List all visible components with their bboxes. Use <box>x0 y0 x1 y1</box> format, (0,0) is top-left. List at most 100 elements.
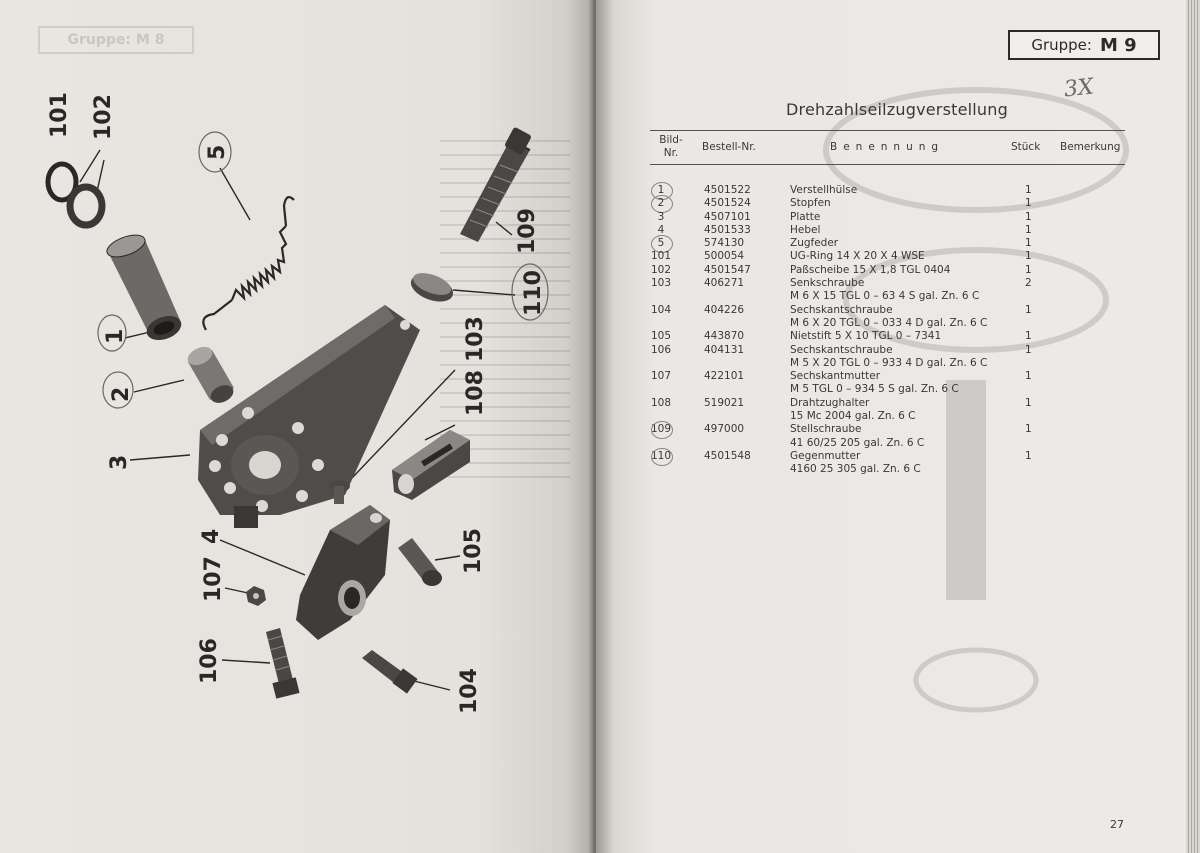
row-order-number: 404226 <box>704 303 745 316</box>
group-label-box: Gruppe: M 9 <box>1008 30 1160 60</box>
row-designation: 41 60/25 205 gal. Zn. 6 C <box>790 436 925 449</box>
callout-4: 4 <box>199 529 224 544</box>
callout-3: 3 <box>107 455 132 470</box>
row-position: 101 <box>650 250 672 263</box>
spring-part-5-icon <box>202 196 295 331</box>
callout-103: 103 <box>463 316 488 362</box>
row-designation: Drahtzughalter <box>790 396 870 409</box>
callout-105: 105 <box>461 528 486 574</box>
row-order-number: 500054 <box>704 250 745 263</box>
row-quantity: 1 <box>1025 343 1032 356</box>
row-designation: Zugfeder <box>790 237 839 250</box>
row-designation: Sechskantschraube <box>790 303 893 316</box>
row-quantity: 1 <box>1025 197 1032 210</box>
header-benennung: Benennung <box>830 141 945 153</box>
header-bild-nr: Bild-Nr. <box>659 134 683 159</box>
header-stueck: Stück <box>1011 141 1041 153</box>
left-page: Gruppe: M 8 <box>0 0 596 853</box>
row-designation: Stellschraube <box>790 423 862 436</box>
callout-106: 106 <box>197 638 222 684</box>
row-position: 3 <box>657 210 665 223</box>
bleed-through-text <box>440 140 570 480</box>
left-page-header-ghost: Gruppe: M 8 <box>38 26 194 54</box>
pencil-circle-mark <box>651 421 673 440</box>
row-quantity: 1 <box>1025 237 1032 250</box>
row-designation: 4160 25 305 gal. Zn. 6 C <box>790 463 921 476</box>
row-order-number: 4507101 <box>704 210 751 223</box>
row-order-number: 519021 <box>704 396 745 409</box>
ring-101-icon <box>45 161 79 203</box>
table-row: M 6 X 15 TGL 0 – 63 4 S gal. Zn. 6 C <box>650 290 1050 303</box>
nut-part-110-icon <box>410 273 454 302</box>
row-designation: Hebel <box>790 223 821 236</box>
row-designation: Platte <box>790 210 821 223</box>
row-designation: Nietstift 5 X 10 TGL 0 – 7341 <box>790 330 942 343</box>
row-designation: Stopfen <box>790 197 831 210</box>
callout-108: 108 <box>463 370 488 416</box>
page-title: Drehzahlseilzugverstellung <box>786 100 1008 119</box>
row-order-number: 4501524 <box>704 197 751 210</box>
row-order-number: 4501533 <box>704 223 751 236</box>
washer-102-icon <box>66 183 106 229</box>
table-row: 4160 25 305 gal. Zn. 6 C <box>650 463 1050 476</box>
row-quantity: 1 <box>1025 210 1032 223</box>
handwritten-note: 3X <box>1062 74 1095 103</box>
pencil-circle-mark <box>651 447 673 466</box>
row-designation: Paßscheibe 15 X 1,8 TGL 0404 <box>790 263 951 276</box>
row-designation: UG-Ring 14 X 20 X 4 WSE <box>790 250 925 263</box>
callout-101: 101 <box>47 92 72 138</box>
row-designation: Senkschraube <box>790 277 865 290</box>
row-quantity: 1 <box>1025 250 1032 263</box>
row-position: 4 <box>657 223 665 236</box>
callout-107: 107 <box>201 556 226 602</box>
callout-104: 104 <box>457 668 482 714</box>
group-code: M 9 <box>1099 34 1137 56</box>
row-quantity: 1 <box>1025 263 1032 276</box>
row-order-number: 406271 <box>704 277 745 290</box>
row-order-number: 4501522 <box>704 184 751 196</box>
table-row: M 5 TGL 0 – 934 5 S gal. Zn. 6 C <box>650 383 1050 396</box>
callout-5: 5 <box>205 145 230 160</box>
table-row: 15 Mc 2004 gal. Zn. 6 C <box>650 410 1050 423</box>
row-order-number: 404131 <box>704 343 745 356</box>
row-position: 105 <box>650 330 672 343</box>
pencil-circle-mark <box>651 195 673 214</box>
row-designation: M 5 X 20 TGL 0 – 933 4 D gal. Zn. 6 C <box>790 356 988 369</box>
screw-part-106-icon <box>266 628 300 699</box>
lever-part-4-icon <box>296 505 390 640</box>
exploded-parts-diagram: 101 102 5 109 110 103 1 2 3 108 4 107 10… <box>45 92 549 714</box>
callout-102: 102 <box>91 94 116 140</box>
row-designation: M 5 TGL 0 – 934 5 S gal. Zn. 6 C <box>790 383 959 396</box>
row-quantity: 1 <box>1025 396 1032 409</box>
screw-part-104-icon <box>362 650 418 694</box>
right-page <box>596 0 1200 853</box>
row-quantity: 1 <box>1025 449 1032 462</box>
table-row: 101 500054 UG-Ring 14 X 20 X 4 WSE 1 <box>650 250 1050 263</box>
row-designation: Sechskantschraube <box>790 343 893 356</box>
table-row: 41 60/25 205 gal. Zn. 6 C <box>650 437 1050 450</box>
group-label: Gruppe: <box>1031 36 1092 54</box>
row-designation: 15 Mc 2004 gal. Zn. 6 C <box>790 410 916 423</box>
row-designation: Sechskantmutter <box>790 370 881 383</box>
callout-109: 109 <box>515 208 540 254</box>
row-order-number: 4501547 <box>704 263 751 276</box>
row-quantity: 1 <box>1025 184 1032 196</box>
row-quantity: 1 <box>1025 330 1032 343</box>
row-order-number: 422101 <box>704 370 745 383</box>
plate-part-3-icon <box>198 305 420 528</box>
row-designation: M 6 X 15 TGL 0 – 63 4 S gal. Zn. 6 C <box>790 290 980 303</box>
table-header-rule <box>650 164 1125 165</box>
row-quantity: 1 <box>1025 370 1032 383</box>
holder-part-108-icon <box>392 430 470 500</box>
